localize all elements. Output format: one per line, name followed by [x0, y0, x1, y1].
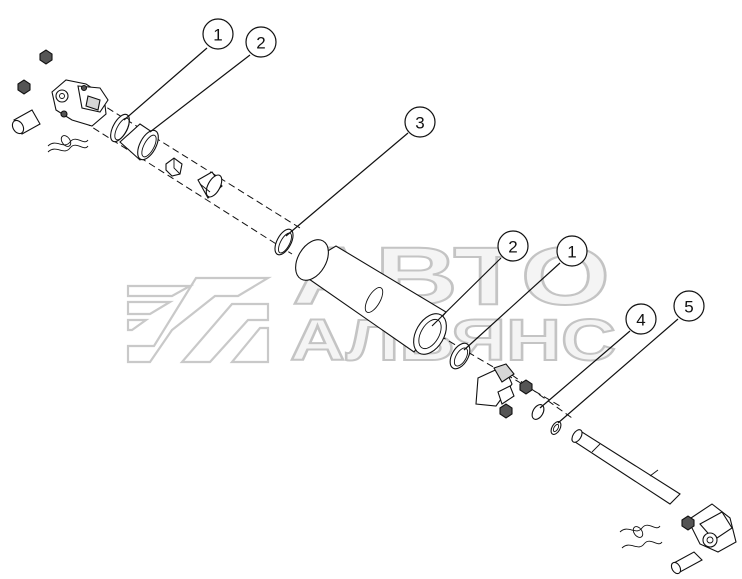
- watermark-logo: [126, 276, 272, 364]
- cotter-pin-right: [619, 524, 663, 549]
- callout-1-right: 1: [556, 235, 588, 267]
- callout-number: 2: [508, 238, 517, 257]
- clamp-block: [51, 79, 109, 127]
- bushing-large: [197, 171, 223, 199]
- sleeve-left: [119, 123, 159, 161]
- cotter-pin: [47, 135, 89, 153]
- bushing-small: [165, 157, 183, 177]
- callout-5: 5: [673, 290, 705, 322]
- callout-number: 1: [567, 243, 576, 262]
- callout-number: 1: [213, 26, 222, 45]
- left-end-fitting: [11, 49, 109, 153]
- callout-number: 3: [415, 114, 424, 133]
- o-ring-left: [110, 113, 130, 143]
- callout-number: 2: [256, 34, 265, 53]
- retaining-ring: [274, 228, 294, 256]
- seal-ring: [550, 421, 562, 435]
- callout-2-right: 2: [497, 230, 529, 262]
- callout-3: 3: [404, 106, 436, 138]
- callout-number: 5: [684, 298, 693, 317]
- end-cap: [475, 363, 533, 419]
- callout-2: 2: [245, 26, 277, 58]
- bolt: [11, 109, 41, 135]
- washer: [531, 404, 545, 420]
- leader-lines: [123, 47, 679, 424]
- rod-clevis: [681, 503, 737, 553]
- callout-number: 4: [636, 311, 645, 330]
- cylinder-tube: [294, 239, 447, 355]
- clevis-pin: [670, 551, 703, 575]
- callout-4: 4: [625, 303, 657, 335]
- callout-1: 1: [202, 18, 234, 50]
- nut: [17, 49, 53, 95]
- piston-rod: [571, 429, 681, 505]
